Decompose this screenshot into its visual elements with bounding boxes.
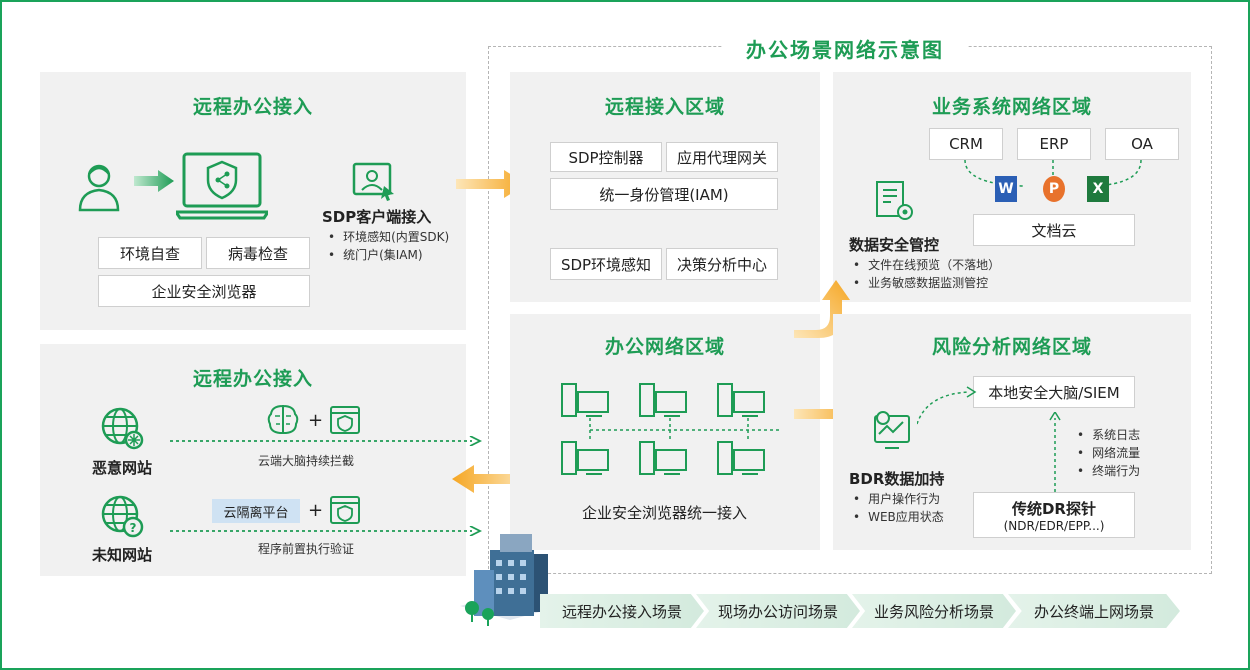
plus-sign: + — [308, 500, 324, 521]
orange-arrow-right — [456, 170, 526, 198]
data-security-item: 文件在线预览（不落地） — [853, 256, 1000, 274]
sdp-controller-box: SDP控制器 — [550, 142, 662, 172]
bdr-items: 用户操作行为 WEB应用状态 — [853, 490, 944, 526]
bdr-item: 用户操作行为 — [853, 490, 944, 508]
scenario-risk: 业务风险分析场景 — [852, 594, 1016, 628]
unknown-site-label: 未知网站 — [92, 546, 153, 564]
sdp-client-items: 环境感知(内置SDK) 统门户(集IAM) — [328, 228, 449, 264]
erp-box: ERP — [1017, 128, 1091, 160]
plus-sign: + — [308, 410, 324, 431]
dotted-arrow-up — [1049, 412, 1061, 492]
orange-arrow-left — [452, 465, 528, 493]
log-item: 系统日志 — [1077, 426, 1140, 444]
ppt-icon: P — [1043, 176, 1065, 202]
data-security-icon — [876, 181, 913, 220]
building-icon — [460, 534, 562, 626]
siem-box: 本地安全大脑/SIEM — [973, 376, 1135, 408]
bdr-item: WEB应用状态 — [853, 508, 944, 526]
virus-check-box: 病毒检查 — [206, 237, 310, 269]
data-security-title: 数据安全管控 — [849, 236, 940, 254]
secure-browser-box: 企业安全浏览器 — [98, 275, 310, 307]
dotted-connectors — [964, 160, 1142, 187]
panel-title: 办公网络区域 — [604, 336, 725, 358]
panel-title: 远程办公接入 — [192, 96, 313, 118]
scenario-onsite: 现场办公访问场景 — [696, 594, 860, 628]
crm-box: CRM — [929, 128, 1003, 160]
dotted-arrow — [170, 436, 482, 446]
unknown-globe-icon: ? — [101, 495, 144, 538]
brain-icon — [267, 404, 299, 434]
remote-office-top-panel: 远程办公接入 环境自查 病毒检查 企业安全浏览器 SDP客户端接入 环境感知(内… — [40, 72, 466, 330]
sdp-item: 统门户(集IAM) — [328, 246, 449, 264]
word-icon: W — [995, 176, 1017, 202]
shield-window-icon — [330, 406, 360, 434]
decision-center-box: 决策分析中心 — [666, 248, 778, 280]
sdp-client-icon — [352, 162, 394, 201]
pre-exec-label: 程序前置执行验证 — [258, 542, 355, 556]
malicious-site-label: 恶意网站 — [92, 459, 153, 477]
bdr-title: BDR数据加持 — [849, 470, 945, 488]
log-items: 系统日志 网络流量 终端行为 — [1077, 426, 1140, 480]
panel-title: 远程办公接入 — [192, 368, 313, 390]
data-security-item: 业务敏感数据监测管控 — [853, 274, 1000, 292]
doc-cloud-box: 文档云 — [973, 214, 1135, 246]
panel-title: 业务系统网络区域 — [931, 96, 1092, 118]
office-network-zone: 办公网络区域 企业安全浏览器统一接入 — [510, 314, 820, 550]
remote-access-zone: 远程接入区域 SDP控制器 应用代理网关 统一身份管理(IAM) SDP环境感知… — [510, 72, 820, 302]
business-system-zone: 业务系统网络区域 CRM ERP OA W P X 文档云 数据安全管控 文件在… — [833, 72, 1191, 302]
dr-probe-sub: (NDR/EDR/EPP...) — [1003, 518, 1105, 533]
main-title: 办公场景网络示意图 — [722, 34, 968, 63]
dotted-arrow — [170, 526, 482, 536]
bdr-monitor-icon — [874, 411, 910, 449]
excel-icon: X — [1087, 176, 1109, 202]
sdp-item: 环境感知(内置SDK) — [328, 228, 449, 246]
sdp-env-box: SDP环境感知 — [550, 248, 662, 280]
office-network-caption: 企业安全浏览器统一接入 — [582, 504, 748, 522]
remote-office-bottom-panel: 远程办公接入 恶意网站 ? 未知网站 + 云端大脑持续拦截 云隔离平台 + 程序… — [40, 344, 482, 576]
cloud-isolation-box: 云隔离平台 — [212, 499, 300, 523]
scenario-remote: 远程办公接入场景 — [540, 594, 704, 628]
cloud-brain-label: 云端大脑持续拦截 — [258, 454, 355, 468]
data-security-items: 文件在线预览（不落地） 业务敏感数据监测管控 — [853, 256, 1000, 292]
arrow-right-icon — [134, 170, 174, 192]
panel-title: 风险分析网络区域 — [931, 336, 1092, 358]
dotted-arrow-to-siem — [917, 386, 977, 425]
scenario-bar: 远程办公接入场景 现场办公访问场景 业务风险分析场景 办公终端上网场景 — [540, 594, 1180, 628]
log-item: 终端行为 — [1077, 462, 1140, 480]
sdp-client-title: SDP客户端接入 — [322, 208, 432, 226]
scenario-internet: 办公终端上网场景 — [1008, 594, 1180, 628]
desktop-network-icon — [561, 383, 780, 475]
panel-title: 远程接入区域 — [604, 96, 725, 118]
dr-probe-box: 传统DR探针 (NDR/EDR/EPP...) — [973, 492, 1135, 538]
malicious-globe-icon — [101, 407, 144, 450]
dr-probe-title: 传统DR探针 — [1011, 499, 1096, 518]
laptop-shield-icon — [176, 152, 268, 220]
iam-box: 统一身份管理(IAM) — [550, 178, 778, 210]
risk-analysis-zone: 风险分析网络区域 本地安全大脑/SIEM BDR数据加持 用户操作行为 WEB应… — [833, 314, 1191, 550]
svg-text:?: ? — [130, 521, 137, 535]
log-item: 网络流量 — [1077, 444, 1140, 462]
user-icon — [78, 164, 120, 212]
shield-window-icon — [330, 496, 360, 524]
oa-box: OA — [1105, 128, 1179, 160]
app-proxy-box: 应用代理网关 — [666, 142, 778, 172]
env-check-box: 环境自查 — [98, 237, 202, 269]
